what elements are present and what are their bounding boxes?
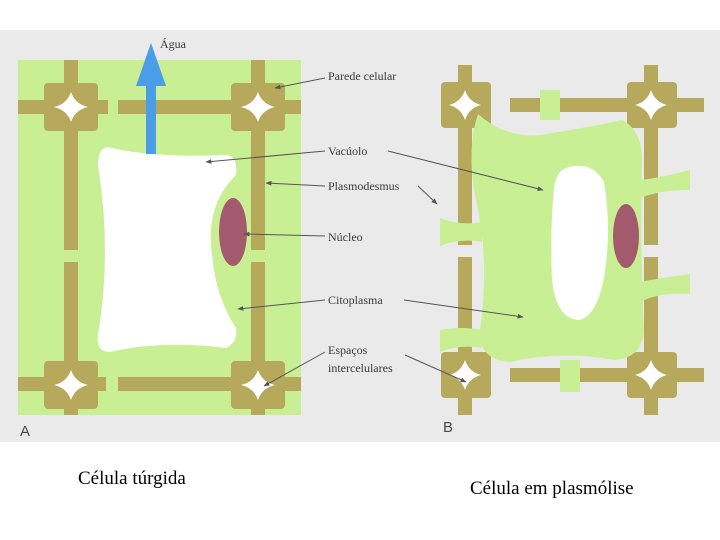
label-nucleus: Núcleo <box>328 230 363 244</box>
panel-b-nucleus <box>613 204 639 268</box>
panel-b-intercellular-spaces <box>449 90 667 390</box>
panel-b-plasmolyzed-cell <box>440 65 704 415</box>
label-cytoplasm: Citoplasma <box>328 293 383 307</box>
leader-plasmodesmus-a <box>265 180 326 187</box>
panel-b-letter: B <box>443 419 453 436</box>
label-intercellular-line1: Espaços <box>328 343 368 357</box>
label-cell-wall: Parede celular <box>328 69 396 83</box>
label-plasmodesmus: Plasmodesmus <box>328 179 400 193</box>
panel-a-nucleus <box>219 198 247 266</box>
panel-a-intercellular-spaces <box>54 92 275 400</box>
leader-cytoplasm-a <box>237 299 326 311</box>
leader-vacuole-a <box>205 150 326 164</box>
leader-lines <box>205 77 544 387</box>
caption-turgid-cell: Célula túrgida <box>78 468 186 489</box>
leader-cytoplasm-b <box>403 299 524 319</box>
label-vacuole: Vacúolo <box>328 144 367 158</box>
panel-b-plasmodesmata-strands <box>440 90 690 392</box>
leader-plasmodesmus-b <box>417 185 438 205</box>
caption-plasmolysis-cell: Célula em plasmólise <box>470 478 634 499</box>
leader-vacuole-b <box>387 150 544 192</box>
leader-intercellular-b <box>404 354 467 383</box>
panel-a-letter: A <box>20 423 30 440</box>
leader-cell-wall <box>274 77 326 90</box>
leader-intercellular-a <box>263 351 326 387</box>
leader-nucleus <box>243 231 326 237</box>
panel-a-vacuole <box>97 147 237 352</box>
label-water: Água <box>160 37 187 51</box>
panel-a-turgid-cell <box>18 43 301 415</box>
label-intercellular-line2: intercelulares <box>328 361 393 375</box>
water-arrow <box>136 43 166 154</box>
cell-diagram: Água Parede celular Vacúolo Plasmodesmus… <box>0 30 720 442</box>
panel-b-vacuole <box>551 165 608 320</box>
